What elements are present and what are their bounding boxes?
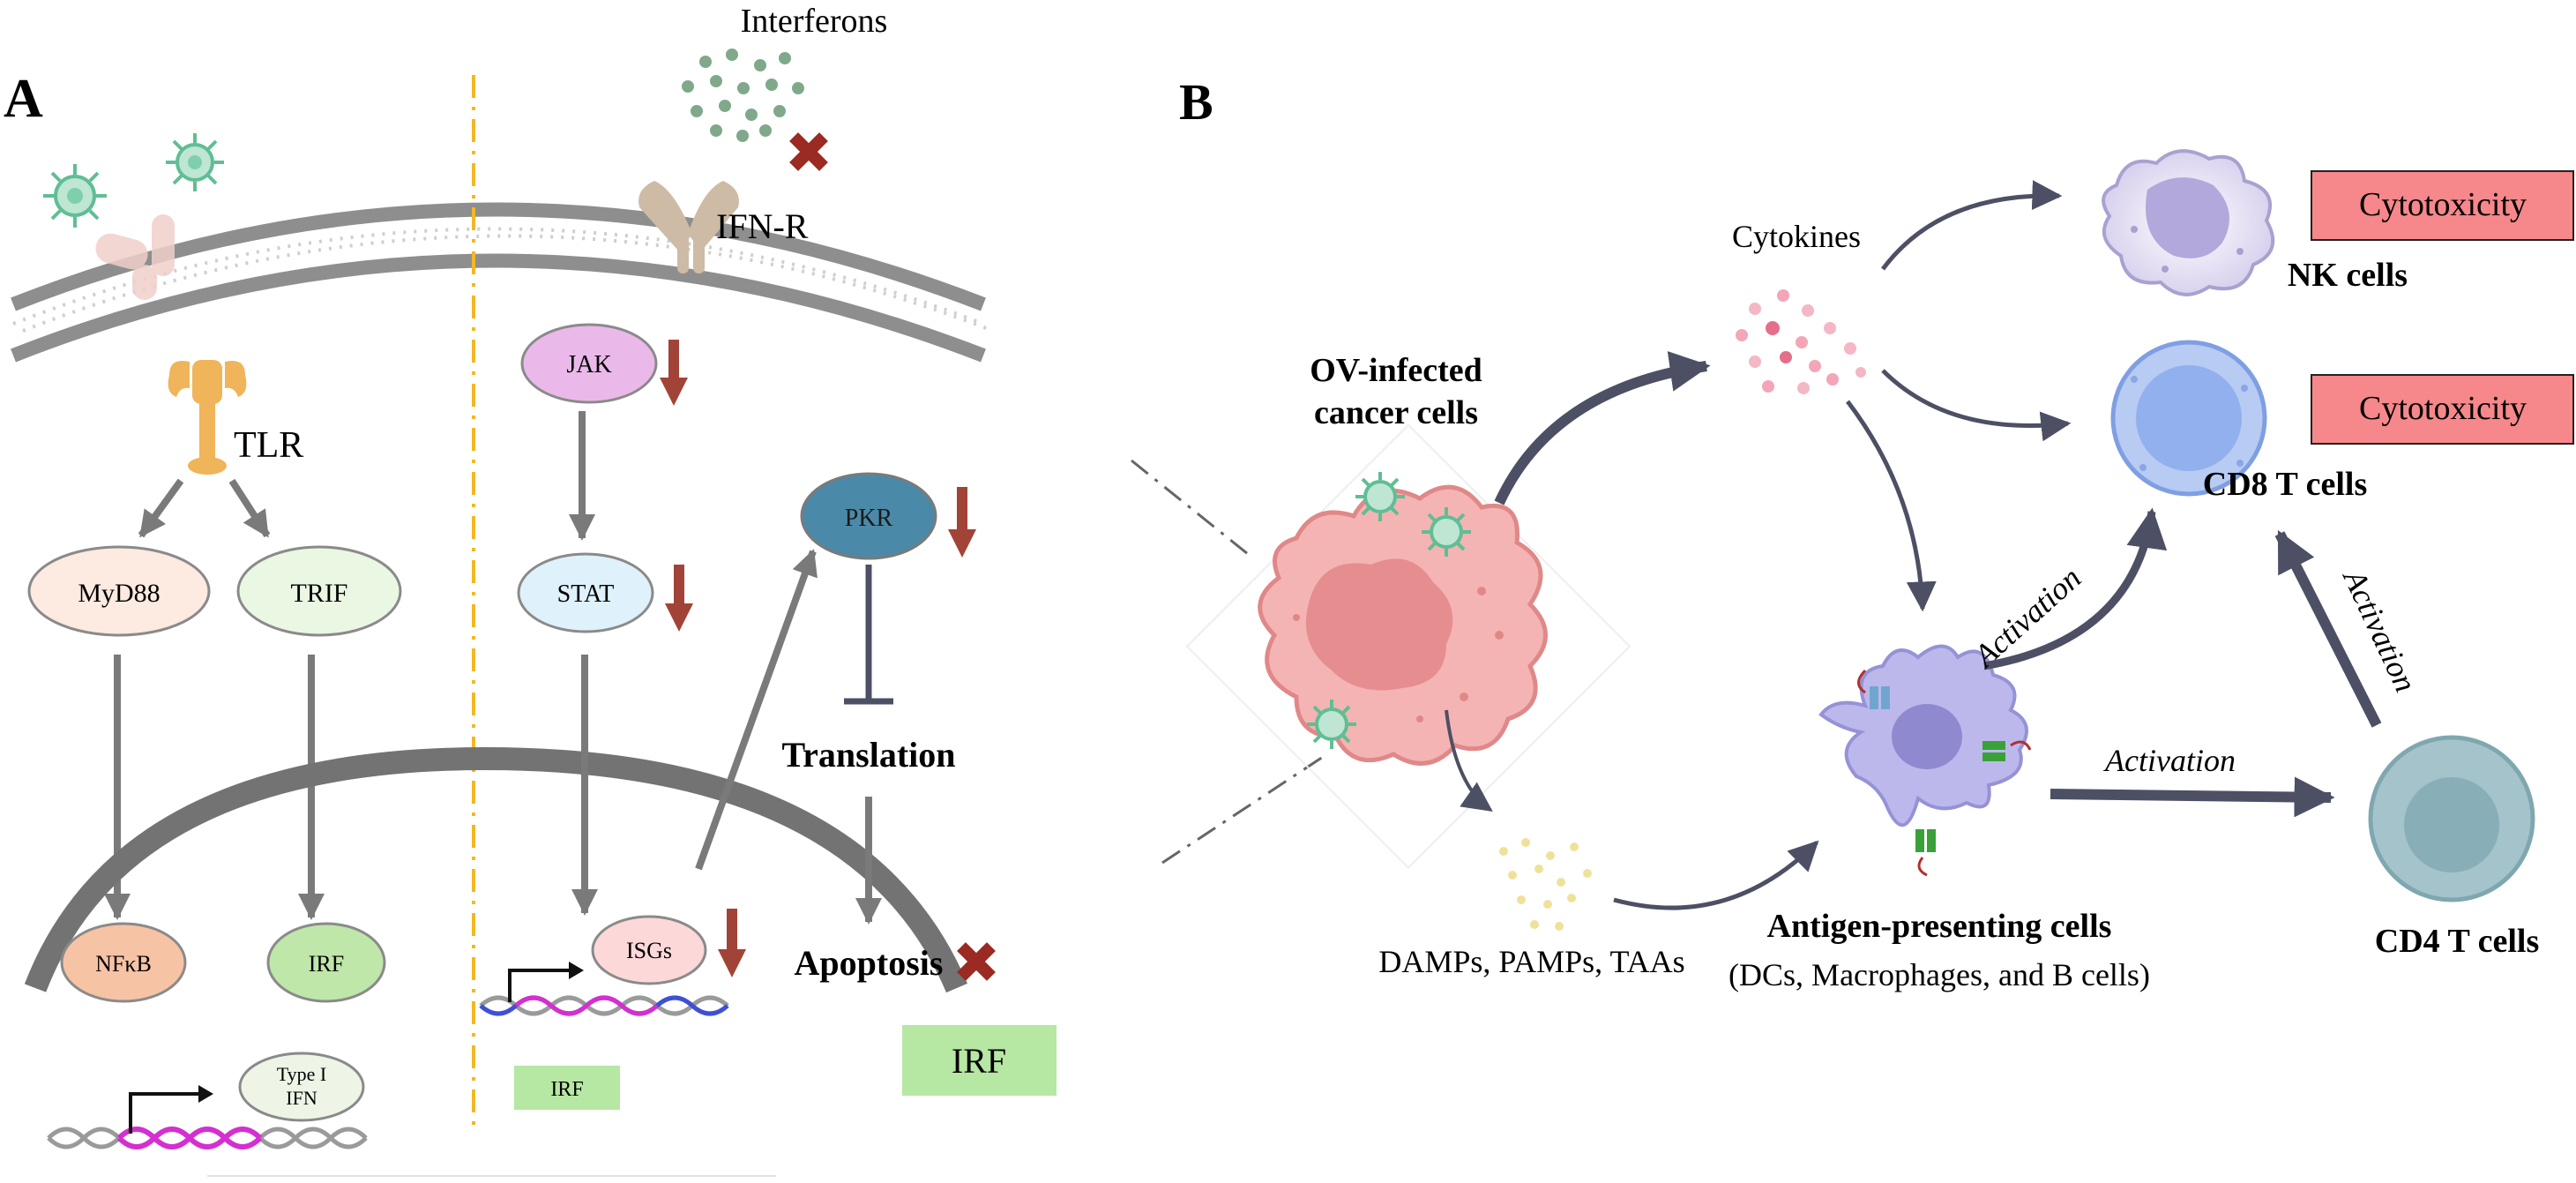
ifn-r-label: IFN-R (716, 206, 809, 246)
isgs-node (591, 915, 707, 985)
activation-label-2: Activation (2103, 743, 2236, 778)
trif-label: TRIF (290, 579, 347, 608)
cytotoxicity-label-1: Cytotoxicity (2359, 186, 2527, 223)
damp-dots (1499, 838, 1592, 931)
type-i-ifn-label-1: Type I (277, 1063, 327, 1085)
decrease-arrow-icon (948, 487, 976, 558)
arrow-cytokines-apc (1846, 400, 1937, 612)
arrow-cancer-damps (1445, 709, 1493, 812)
tlr-label: TLR (234, 425, 303, 466)
virus-icon (43, 164, 107, 228)
promoter-arrow-icon (508, 969, 569, 1002)
ov-label-1: OV-infected (1310, 352, 1482, 389)
promoter-arrowhead-icon (569, 962, 584, 979)
interferons-label: Interferons (741, 3, 888, 40)
receptor-icon (95, 214, 175, 300)
cytotoxicity-box-1 (2311, 170, 2574, 241)
arrow-tlr-trif (228, 478, 271, 538)
cd8-label: CD8 T cells (2203, 466, 2368, 503)
arrow-apc-cd8 (1983, 507, 2168, 670)
arrow-damps-apc (1613, 840, 1819, 910)
nk-cells-label: NK cells (2288, 257, 2408, 294)
tlr-receptor-icon (168, 360, 247, 475)
irf-small-label: IRF (550, 1078, 583, 1101)
jak-node (520, 323, 658, 404)
translation-label: Translation (781, 735, 955, 775)
cd4-cell-icon (2368, 735, 2535, 902)
apc-label-1: Antigen-presenting cells (1767, 908, 2112, 945)
promoter-arrow-icon (129, 1092, 198, 1134)
nfkb-label: NFκB (95, 951, 152, 977)
cancer-cell-icon (1258, 484, 1548, 766)
nk-cell-icon (2102, 149, 2275, 296)
apc-cell-icon (1818, 644, 2028, 827)
arrow-isgs-pkr (695, 549, 818, 871)
virus-icon (1355, 472, 1405, 521)
dna-icon (47, 1127, 368, 1149)
irf-small-box (514, 1066, 620, 1110)
panel-a-label: A (4, 69, 43, 129)
irf-box (902, 1025, 1057, 1096)
pkr-node (800, 472, 937, 560)
isgs-label: ISGs (626, 938, 672, 963)
decrease-arrow-icon (665, 565, 693, 632)
type-i-ifn-node (238, 1052, 365, 1122)
cytokines-label: Cytokines (1732, 219, 1861, 254)
cd4-label: CD4 T cells (2375, 923, 2540, 960)
ifn-receptor-icon (638, 181, 739, 273)
arrow-tlr-myd88 (138, 478, 184, 538)
dashdot-line (1131, 459, 1253, 559)
cytotoxicity-label-2: Cytotoxicity (2359, 390, 2527, 427)
panel-b-label: B (1179, 73, 1213, 131)
interferon-dots (682, 49, 804, 142)
virus-icon (1422, 507, 1471, 557)
stat-node (517, 552, 654, 633)
stat-label: STAT (557, 580, 615, 608)
pkr-label: PKR (845, 505, 893, 532)
block-cross-icon (789, 132, 828, 171)
damps-label: DAMPs, PAMPs, TAAs (1378, 944, 1684, 979)
arrow-cytokines-cd8 (1881, 369, 2072, 442)
decrease-arrow-icon (660, 340, 688, 406)
myd88-node (27, 545, 211, 637)
type-i-ifn-label-2: IFN (286, 1087, 317, 1109)
cytokine-dots (1736, 289, 1866, 394)
arrow-apc-cd4 (2050, 776, 2335, 818)
virus-icon (166, 133, 224, 191)
irf-node (266, 922, 386, 1003)
virus-icon (1307, 700, 1356, 749)
myd88-label: MyD88 (78, 579, 160, 608)
mhc-receptor-icon (1857, 669, 2032, 877)
irf-box-label: IRF (952, 1041, 1006, 1081)
apoptosis-label: Apoptosis (795, 943, 944, 983)
arrow-cancer-cytokines (1494, 351, 1711, 505)
dashdot-line (1161, 755, 1324, 865)
cd8-cell-icon (2110, 340, 2267, 497)
nfkb-node (60, 922, 187, 1003)
arrow-cd4-cd8 (2274, 529, 2382, 728)
dna-icon (479, 995, 729, 1016)
apc-label-2: (DCs, Macrophages, and B cells) (1729, 957, 2150, 992)
trif-node (236, 545, 402, 637)
decrease-arrow-icon (718, 909, 746, 977)
cytotoxicity-box-2 (2311, 374, 2574, 445)
jak-label: JAK (566, 351, 611, 378)
arrow-cytokines-nk (1880, 180, 2063, 271)
ov-label-2: cancer cells (1314, 394, 1478, 431)
irf-label: IRF (309, 951, 344, 977)
block-cross-icon (957, 942, 996, 981)
promoter-arrowhead-icon (198, 1085, 213, 1103)
